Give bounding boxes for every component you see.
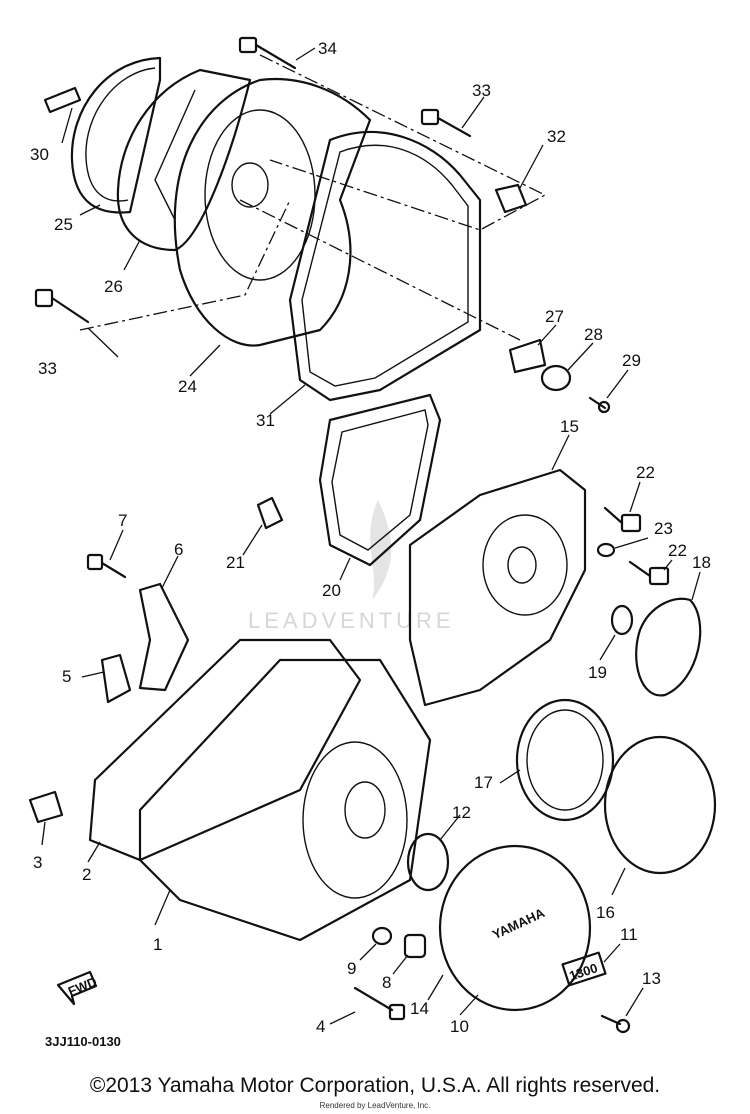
copyright-notice: ©2013 Yamaha Motor Corporation, U.S.A. A… <box>89 1074 661 1097</box>
diagram-code: 3JJ110-0130 <box>45 1034 121 1049</box>
callout-22a: 22 <box>636 463 655 482</box>
alignment-line-c <box>79 199 291 331</box>
callout-31: 31 <box>256 411 275 430</box>
callout-2: 2 <box>82 865 91 884</box>
callout-1: 1 <box>153 935 162 954</box>
callout-26: 26 <box>104 277 123 296</box>
watermark-text: LEADVENTURE <box>248 608 455 633</box>
callout-12: 12 <box>452 803 471 822</box>
callout-3: 3 <box>33 853 42 872</box>
callout-10: 10 <box>450 1017 469 1036</box>
callout-15: 15 <box>560 417 579 436</box>
callout-20: 20 <box>322 581 341 600</box>
callout-17: 17 <box>474 773 493 792</box>
callout-13: 13 <box>642 969 661 988</box>
callout-7: 7 <box>118 511 127 530</box>
middle-assembly <box>86 393 702 707</box>
rendered-by-credit: Rendered by LeadVenture, Inc. <box>319 1101 431 1110</box>
callout-labels: 1 2 3 4 5 6 7 8 9 10 11 12 13 14 15 16 1… <box>30 39 711 1036</box>
callout-32: 32 <box>547 127 566 146</box>
callout-8: 8 <box>382 973 391 992</box>
callout-6: 6 <box>174 540 183 559</box>
fwd-label: FWD <box>66 974 99 999</box>
callout-22b: 22 <box>668 541 687 560</box>
callout-28: 28 <box>584 325 603 344</box>
cover-brand-text: YAMAHA <box>490 905 548 942</box>
callout-16: 16 <box>596 903 615 922</box>
callout-23: 23 <box>654 519 673 538</box>
alignment-line-b <box>239 199 521 341</box>
callout-14: 14 <box>410 999 429 1018</box>
callout-18: 18 <box>692 553 711 572</box>
callout-33a: 33 <box>472 81 491 100</box>
lower-assembly: YAMAHA 1300 FWD 3JJ110-0130 <box>28 638 717 1049</box>
callout-29: 29 <box>622 351 641 370</box>
callout-25: 25 <box>54 215 73 234</box>
callout-27: 27 <box>545 307 564 326</box>
watermark: LEADVENTURE <box>248 500 455 633</box>
callout-30: 30 <box>30 145 49 164</box>
top-small-parts <box>34 36 611 414</box>
callout-34: 34 <box>318 39 337 58</box>
callout-9: 9 <box>347 959 356 978</box>
leader-lines <box>41 47 701 1025</box>
outer-case-cover-assembly <box>43 56 482 402</box>
callout-11: 11 <box>620 925 638 944</box>
callout-5: 5 <box>62 667 71 686</box>
alignment-line-a <box>259 54 547 231</box>
callout-33b: 33 <box>38 359 57 378</box>
callout-19: 19 <box>588 663 607 682</box>
callout-24: 24 <box>178 377 197 396</box>
callout-4: 4 <box>316 1017 325 1036</box>
callout-21: 21 <box>226 553 245 572</box>
